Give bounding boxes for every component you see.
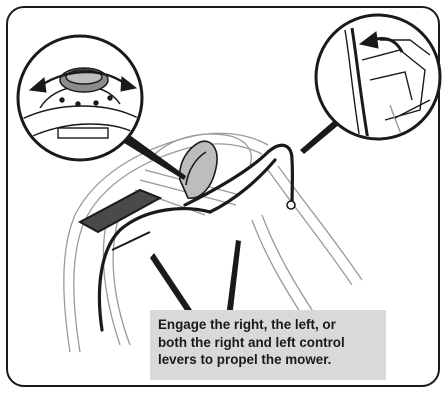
callout-pointers — [116, 118, 341, 318]
instruction-caption: Engage the right, the left, or both the … — [150, 310, 386, 380]
caption-line-3: levers to propel the mower. — [158, 351, 378, 369]
caption-line-2: both the right and left control — [158, 334, 378, 352]
left-detail-inset — [18, 36, 142, 160]
handle-bracket — [80, 190, 160, 250]
caption-line-1: Engage the right, the left, or — [158, 316, 378, 334]
